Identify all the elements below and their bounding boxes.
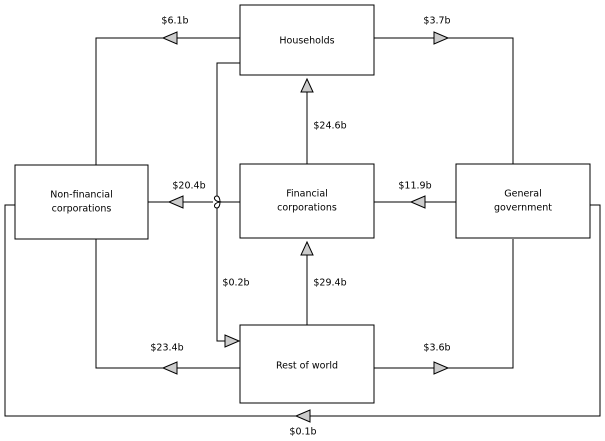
node-financial-corporations-label-line2: corporations: [277, 203, 337, 214]
node-financial-corporations[interactable]: Financial corporations: [239, 163, 375, 239]
arrowhead-restofworld-to-nonfinancial: [161, 361, 178, 375]
node-general-government[interactable]: General government: [455, 163, 591, 239]
edge-label-government-to-nonfinancial-bottom: $0.1b: [289, 427, 316, 438]
node-financial-corporations-label-line1: Financial: [286, 189, 328, 200]
node-nonfinancial-corporations-box[interactable]: [14, 164, 149, 240]
arrowhead-households-to-nonfinancial: [161, 31, 178, 45]
node-households[interactable]: Households: [239, 4, 375, 76]
node-households-label: Households: [279, 36, 334, 47]
arrowhead-households-to-government: [433, 31, 450, 45]
arrowhead-financial-to-nonfinancial: [167, 195, 184, 209]
connector-households-to-nonfinancial: [95, 37, 240, 165]
node-households-box[interactable]: [239, 4, 375, 76]
node-nonfinancial-corporations-label-line1: Non-financial: [50, 190, 113, 201]
arrowhead-financial-to-households: [300, 77, 314, 93]
arrowhead-government-to-nonfinancial-bottom: [294, 409, 311, 423]
node-financial-corporations-box[interactable]: [239, 163, 375, 239]
node-nonfinancial-corporations[interactable]: Non-financial corporations: [14, 164, 149, 240]
arrowhead-restofworld-to-financial: [300, 240, 314, 256]
connector-financial-to-nonfinancial: [148, 195, 240, 209]
edge-label-restofworld-to-financial: $29.4b: [313, 278, 346, 289]
node-rest-of-world-label: Rest of world: [276, 361, 338, 372]
edge-label-households-to-restofworld: $0.2b: [222, 278, 249, 289]
connector-households-to-government: [374, 37, 514, 164]
edge-label-government-to-financial: $11.9b: [398, 181, 431, 192]
arrowhead-restofworld-to-government: [433, 361, 450, 375]
edge-label-restofworld-to-nonfinancial: $23.4b: [150, 343, 183, 354]
node-rest-of-world[interactable]: Rest of world: [239, 324, 375, 404]
node-general-government-label-line2: government: [494, 203, 552, 214]
arrowhead-government-to-financial: [409, 195, 426, 209]
node-nonfinancial-corporations-label-line2: corporations: [52, 204, 112, 215]
edge-label-financial-to-nonfinancial: $20.4b: [172, 181, 205, 192]
node-general-government-label-line1: General: [504, 189, 541, 200]
node-general-government-box[interactable]: [455, 163, 591, 239]
connector-restofworld-to-government: [374, 239, 514, 369]
edge-label-households-to-nonfinancial: $6.1b: [161, 16, 188, 27]
edge-label-financial-to-households: $24.6b: [313, 121, 346, 132]
node-rest-of-world-box[interactable]: [239, 324, 375, 404]
edge-label-restofworld-to-government: $3.6b: [423, 343, 450, 354]
edge-label-households-to-government: $3.7b: [423, 16, 450, 27]
connector-restofworld-to-nonfinancial: [95, 239, 240, 369]
arrowhead-households-to-restofworld: [224, 334, 241, 348]
